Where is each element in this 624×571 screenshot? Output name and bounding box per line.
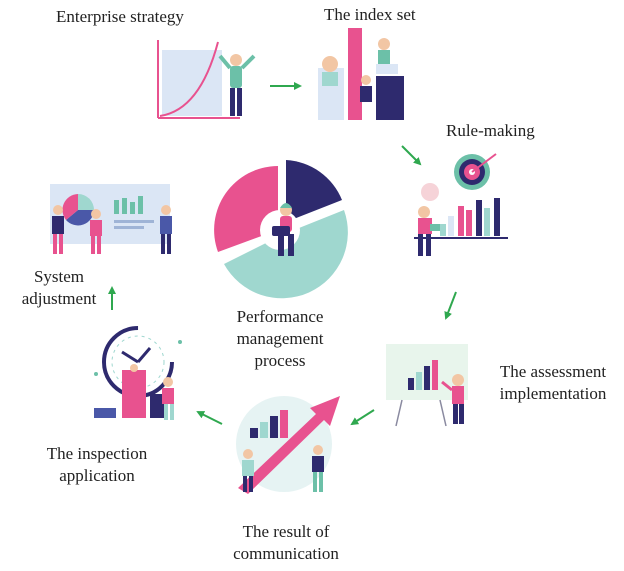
enterprise-strategy-illustration	[150, 38, 270, 119]
rule-making-illustration	[410, 150, 510, 260]
step-index-set-label: The index set	[324, 5, 416, 24]
center-pie-illustration	[208, 160, 348, 300]
step-communication-label: The result of communication	[233, 522, 339, 563]
arrow-index-to-rule	[401, 145, 422, 166]
index-set-illustration	[314, 28, 406, 120]
step-enterprise-strategy-label: Enterprise strategy	[56, 7, 184, 26]
arrow-rule-to-assessment	[444, 291, 457, 320]
pie-slice-teal	[224, 210, 348, 299]
arrow-assessment-to-communication	[350, 409, 375, 426]
assessment-illustration	[382, 342, 472, 428]
system-adjustment-illustration	[38, 180, 182, 260]
step-rule-making-label: Rule-making	[446, 121, 535, 140]
inspection-illustration	[88, 322, 188, 426]
center-label: Performance management process	[236, 307, 324, 370]
pie-slice-navy	[286, 160, 342, 222]
step-system-adjustment-label: System adjustment	[21, 267, 97, 308]
step-inspection-label: The inspection application	[46, 444, 148, 485]
communication-illustration	[230, 384, 344, 496]
step-assessment-label: The assessment implementation	[499, 362, 607, 403]
arrow-communication-to-inspection	[196, 411, 223, 425]
